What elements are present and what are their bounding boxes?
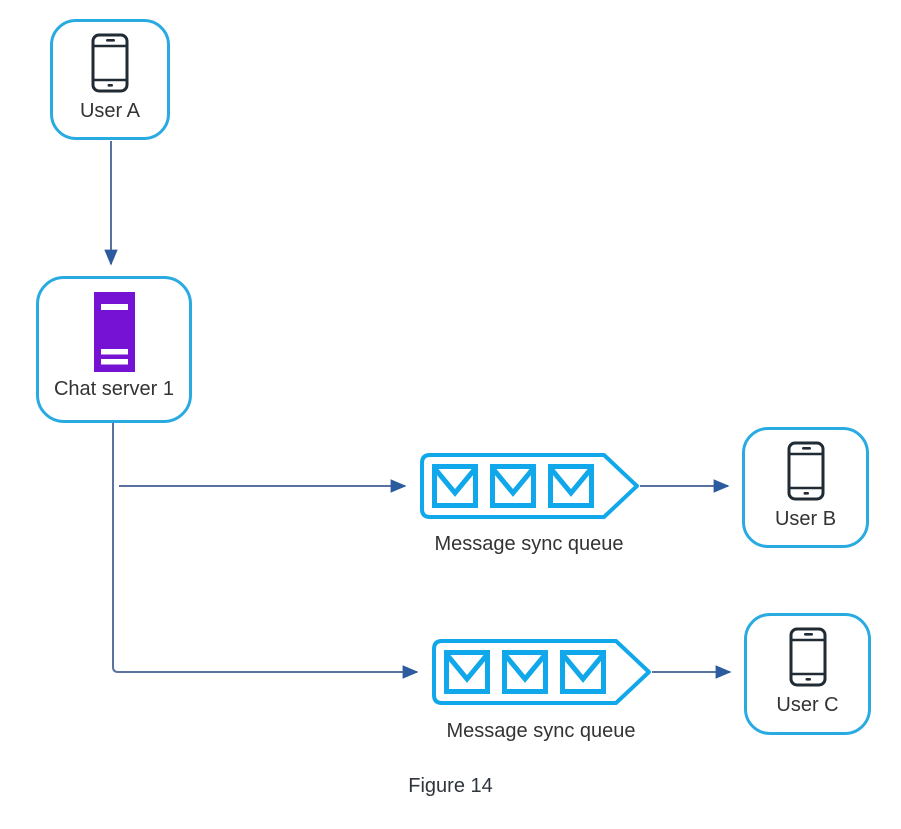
node-user-c: User C [744, 613, 871, 735]
node-user-b: User B [742, 427, 869, 548]
node-chat-server-1-label: Chat server 1 [53, 378, 175, 400]
server-icon [93, 292, 135, 372]
edge-chatserver-to-queue-bottom [112, 423, 419, 679]
envelope-icon [548, 464, 594, 508]
envelope-icon [432, 464, 478, 508]
smartphone-icon [789, 627, 826, 687]
queue-top-label: Message sync queue [434, 533, 624, 555]
node-user-b-label: User B [774, 508, 837, 530]
envelope-icon [560, 650, 606, 694]
message-sync-queue-bottom-shape [432, 639, 651, 705]
node-user-a: User A [50, 19, 170, 140]
smartphone-icon [91, 33, 129, 93]
node-user-a-label: User A [79, 100, 141, 122]
figure-caption: Figure 14 [408, 775, 493, 797]
queue-bottom-label: Message sync queue [446, 720, 636, 742]
envelope-icon [490, 464, 536, 508]
envelope-icon [444, 650, 490, 694]
node-chat-server-1: Chat server 1 [36, 276, 192, 423]
message-sync-queue-top-shape [420, 453, 639, 519]
envelope-icon [502, 650, 548, 694]
node-user-c-label: User C [776, 694, 839, 716]
smartphone-icon [787, 441, 824, 501]
